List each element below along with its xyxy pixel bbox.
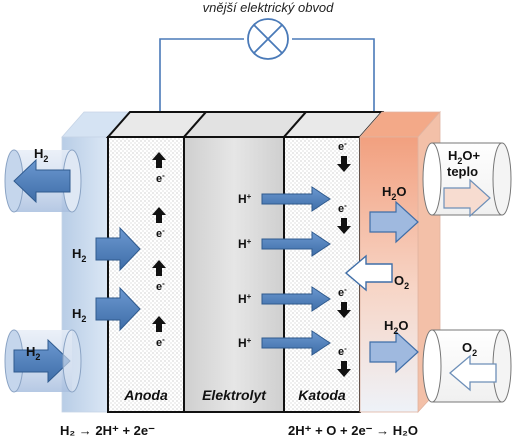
proton-arrows: H+ H+ H+ H+ [238, 186, 331, 356]
lamp-icon [247, 18, 289, 60]
oxygen-in-arrow: O2 [344, 254, 409, 292]
electron-down-arrow [337, 361, 351, 377]
h2-inlet-label: H2 [26, 344, 40, 362]
proton-arrow [261, 286, 331, 312]
cathode-electrons: e-e-e-e- [337, 139, 351, 377]
electron-up-arrow [152, 152, 166, 168]
electron-up-arrow [152, 207, 166, 223]
anode-layer [105, 111, 209, 413]
external-circuit: vnější elektrický obvod [159, 0, 375, 120]
electron-up-arrow [152, 260, 166, 276]
water-heat-label-line2: teplo [447, 164, 478, 179]
proton-label: H+ [238, 336, 252, 350]
electrolyte-layer [181, 111, 309, 413]
electrolyte-label: Elektrolyt [202, 387, 267, 403]
cathode-label: Katoda [298, 387, 346, 403]
electron-label: e- [156, 279, 165, 293]
electron-label: e- [156, 335, 165, 349]
proton-label: H+ [238, 192, 252, 206]
electron-label: e- [338, 344, 347, 358]
electron-label: e- [338, 201, 347, 215]
water-heat-outlet-tube: H2O+ teplo [422, 142, 512, 218]
electron-down-arrow [337, 218, 351, 234]
proton-arrow [261, 330, 331, 356]
water-out-arrow-lower: H2O [369, 318, 419, 374]
oxygen-in-label: O2 [394, 273, 409, 291]
electron-down-arrow [337, 302, 351, 318]
hydrogen-outlet-tube: H2 [4, 146, 82, 213]
anode-label: Anoda [123, 387, 168, 403]
electron-label: e- [338, 139, 347, 153]
h2-arrow-lower-label: H2 [72, 306, 86, 324]
proton-label: H+ [238, 292, 252, 306]
electron-label: e- [156, 171, 165, 185]
water-out-upper-label: H2O [382, 184, 407, 202]
h2-arrow-upper: H2 [72, 226, 141, 272]
water-out-arrow-upper: H2O [369, 184, 419, 244]
oxygen-inlet-tube: O2 [422, 329, 512, 403]
h2-arrow-upper-label: H2 [72, 246, 86, 264]
anode-electrons: e-e-e-e- [152, 152, 166, 349]
proton-arrow [261, 231, 331, 257]
cathode-equation: 2H⁺ + O + 2e⁻ → H₂O [288, 423, 418, 438]
proton-arrow [261, 186, 331, 212]
electron-down-arrow [337, 156, 351, 172]
h2-arrow-lower: H2 [72, 286, 141, 332]
circuit-label: vnější elektrický obvod [203, 0, 335, 15]
electron-label: e- [338, 285, 347, 299]
water-heat-label-line1: H2O+ [448, 148, 481, 166]
electron-label: e- [156, 226, 165, 240]
electron-up-arrow [152, 316, 166, 332]
anode-equation: H₂ → 2H⁺ + 2e⁻ [60, 423, 155, 438]
o2-inlet-label: O2 [462, 340, 477, 358]
h2-outlet-label: H2 [34, 146, 48, 164]
proton-label: H+ [238, 237, 252, 251]
water-out-lower-label: H2O [384, 318, 409, 336]
hydrogen-inlet-tube: H2 [4, 329, 82, 393]
